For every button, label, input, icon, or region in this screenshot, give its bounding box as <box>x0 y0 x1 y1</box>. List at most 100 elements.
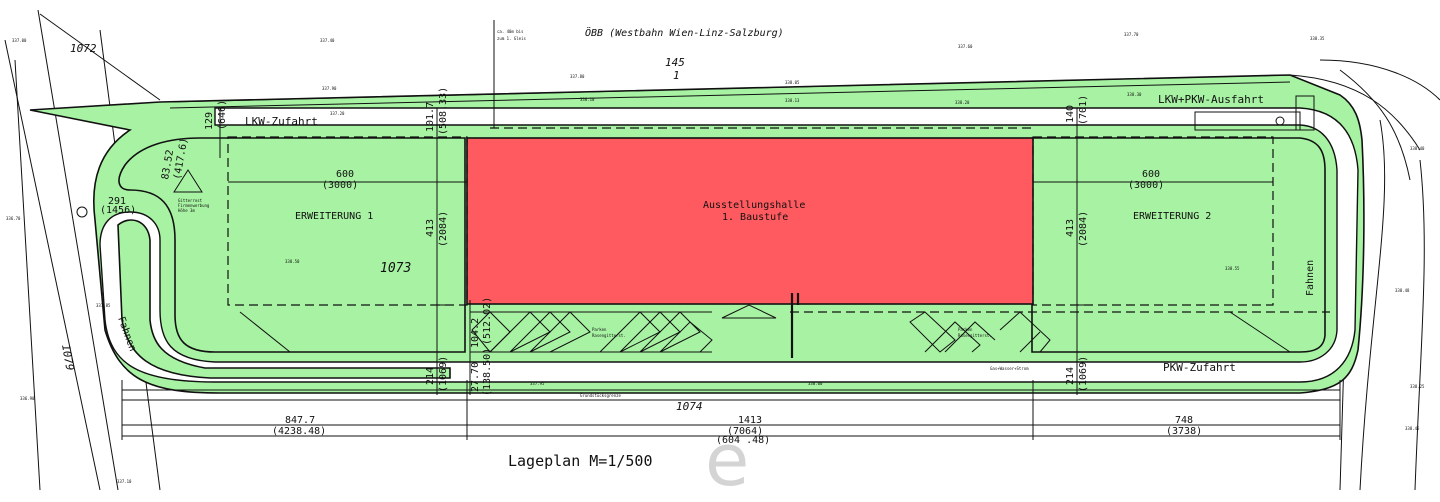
svg-text:(138.50): (138.50) <box>482 348 493 396</box>
svg-text:337.60: 337.60 <box>958 44 973 49</box>
svg-text:338.00: 338.00 <box>808 381 823 386</box>
extension-1-outline <box>227 136 468 306</box>
parcel-1072: 1072 <box>70 42 97 55</box>
svg-text:(604 .48): (604 .48) <box>716 435 770 446</box>
svg-text:(7064): (7064) <box>727 426 763 437</box>
svg-text:337.70: 337.70 <box>1124 32 1139 37</box>
labels: ÖBB (Westbahn Wien-Linz-Salzburg) ca. 40… <box>59 26 1316 502</box>
svg-text:Gitterrost: Gitterrost <box>178 198 203 203</box>
svg-text:413: 413 <box>425 219 436 237</box>
svg-text:(2084): (2084) <box>1078 211 1089 247</box>
svg-text:338.50: 338.50 <box>285 259 300 264</box>
svg-text:(3738): (3738) <box>1166 426 1202 437</box>
exhibition-hall <box>466 137 1034 305</box>
hall-subtitle: 1. Baustufe <box>722 212 788 223</box>
svg-text:(3000): (3000) <box>322 180 358 191</box>
lower-left-strip <box>117 219 451 379</box>
svg-text:338.10: 338.10 <box>580 97 595 102</box>
railway-label: ÖBB (Westbahn Wien-Linz-Salzburg) <box>585 26 784 39</box>
svg-text:Gas+Wasser+Strom: Gas+Wasser+Strom <box>990 366 1029 371</box>
svg-text:104.2: 104.2 <box>470 318 481 348</box>
svg-text:337.95: 337.95 <box>530 381 545 386</box>
svg-text:337.20: 337.20 <box>330 111 345 116</box>
svg-text:(701): (701) <box>1078 95 1089 125</box>
svg-text:(1069): (1069) <box>438 356 449 392</box>
svg-text:338.40: 338.40 <box>1410 146 1425 151</box>
svg-text:1413: 1413 <box>738 415 762 426</box>
svg-text:(3000): (3000) <box>1128 180 1164 191</box>
dimension-baseline <box>121 380 1341 440</box>
svg-text:129: 129 <box>204 112 215 130</box>
svg-text:101.7: 101.7 <box>425 102 436 132</box>
svg-text:140: 140 <box>1065 105 1076 123</box>
svg-text:338.05: 338.05 <box>785 80 800 85</box>
svg-text:338.25: 338.25 <box>1410 384 1425 389</box>
svg-text:1: 1 <box>673 69 680 82</box>
svg-text:338.55: 338.55 <box>1225 266 1240 271</box>
svg-text:600: 600 <box>336 169 354 180</box>
svg-text:(2084): (2084) <box>438 211 449 247</box>
fahnen-right: Fahnen <box>1305 260 1316 296</box>
parcel-1073: 1073 <box>380 261 411 276</box>
svg-text:337.90: 337.90 <box>322 86 337 91</box>
pkw-zufahrt-label: PKW-Zufahrt <box>1163 361 1236 374</box>
svg-text:zum 1. Gleis: zum 1. Gleis <box>497 36 526 41</box>
svg-text:336.70: 336.70 <box>6 216 21 221</box>
svg-text:847.7: 847.7 <box>285 415 315 426</box>
svg-text:ca. 40m bis: ca. 40m bis <box>497 29 524 34</box>
extension-2-label: ERWEITERUNG 2 <box>1133 211 1211 222</box>
svg-text:337.80: 337.80 <box>570 74 585 79</box>
extension-2-outline <box>1032 136 1274 306</box>
svg-text:Rasengitterst.: Rasengitterst. <box>958 333 992 338</box>
svg-text:(646): (646) <box>217 100 228 130</box>
extension-1-label: ERWEITERUNG 1 <box>295 211 373 222</box>
svg-text:337.10: 337.10 <box>117 479 132 484</box>
parcel-145: 145 <box>665 56 685 69</box>
svg-text:(512.02): (512.02) <box>482 297 493 345</box>
lkw-zufahrt-label: LKW-Zufahrt <box>245 115 318 128</box>
svg-text:338.13: 338.13 <box>785 98 800 103</box>
svg-text:214: 214 <box>425 367 436 385</box>
svg-text:337.00: 337.00 <box>12 38 27 43</box>
right-island <box>1031 137 1326 353</box>
ausfahrt-label: LKW+PKW-Ausfahrt <box>1158 93 1264 106</box>
left-island <box>118 137 466 353</box>
svg-text:291: 291 <box>108 196 126 207</box>
svg-text:600: 600 <box>1142 169 1160 180</box>
parcel-1079: 1079 <box>59 343 76 371</box>
svg-text:Parken: Parken <box>958 327 973 332</box>
svg-text:338.20: 338.20 <box>955 100 970 105</box>
svg-text:Höhe 3m: Höhe 3m <box>178 208 195 213</box>
svg-text:27.70: 27.70 <box>470 362 481 392</box>
svg-text:214: 214 <box>1065 367 1076 385</box>
svg-text:337.40: 337.40 <box>320 38 335 43</box>
svg-text:337.85: 337.85 <box>96 303 111 308</box>
svg-text:Grundstücksgrenze: Grundstücksgrenze <box>580 393 622 398</box>
parking-left <box>470 311 713 353</box>
sign-triangle <box>173 169 203 193</box>
svg-text:(4238.48): (4238.48) <box>272 426 326 437</box>
parcel-1074: 1074 <box>676 400 703 413</box>
vertical-dims <box>219 107 1273 395</box>
svg-text:338.45: 338.45 <box>1405 426 1420 431</box>
inner-road <box>99 107 1359 383</box>
svg-text:(508.33): (508.33) <box>438 87 449 135</box>
svg-text:748: 748 <box>1175 415 1193 426</box>
parking-right <box>909 311 1051 353</box>
rail-line <box>169 74 1291 103</box>
svg-text:338.35: 338.35 <box>1310 36 1325 41</box>
svg-text:Firmenwerbung: Firmenwerbung <box>178 203 210 208</box>
hall-title: Ausstellungshalle <box>703 200 805 211</box>
dimension-labels: 600 (3000) 600 (3000) 413 (2084) 413 (20… <box>100 87 1202 446</box>
svg-text:336.90: 336.90 <box>20 396 35 401</box>
svg-text:(1456): (1456) <box>100 205 136 216</box>
svg-text:Parken: Parken <box>592 327 607 332</box>
svg-text:83.52: 83.52 <box>160 149 176 181</box>
svg-text:(1069): (1069) <box>1078 356 1089 392</box>
scale-label: Lageplan M=1/500 <box>508 452 653 470</box>
svg-text:413: 413 <box>1065 219 1076 237</box>
svg-text:338.30: 338.30 <box>1127 92 1142 97</box>
svg-text:338.48: 338.48 <box>1395 288 1410 293</box>
watermark: e <box>705 418 749 502</box>
